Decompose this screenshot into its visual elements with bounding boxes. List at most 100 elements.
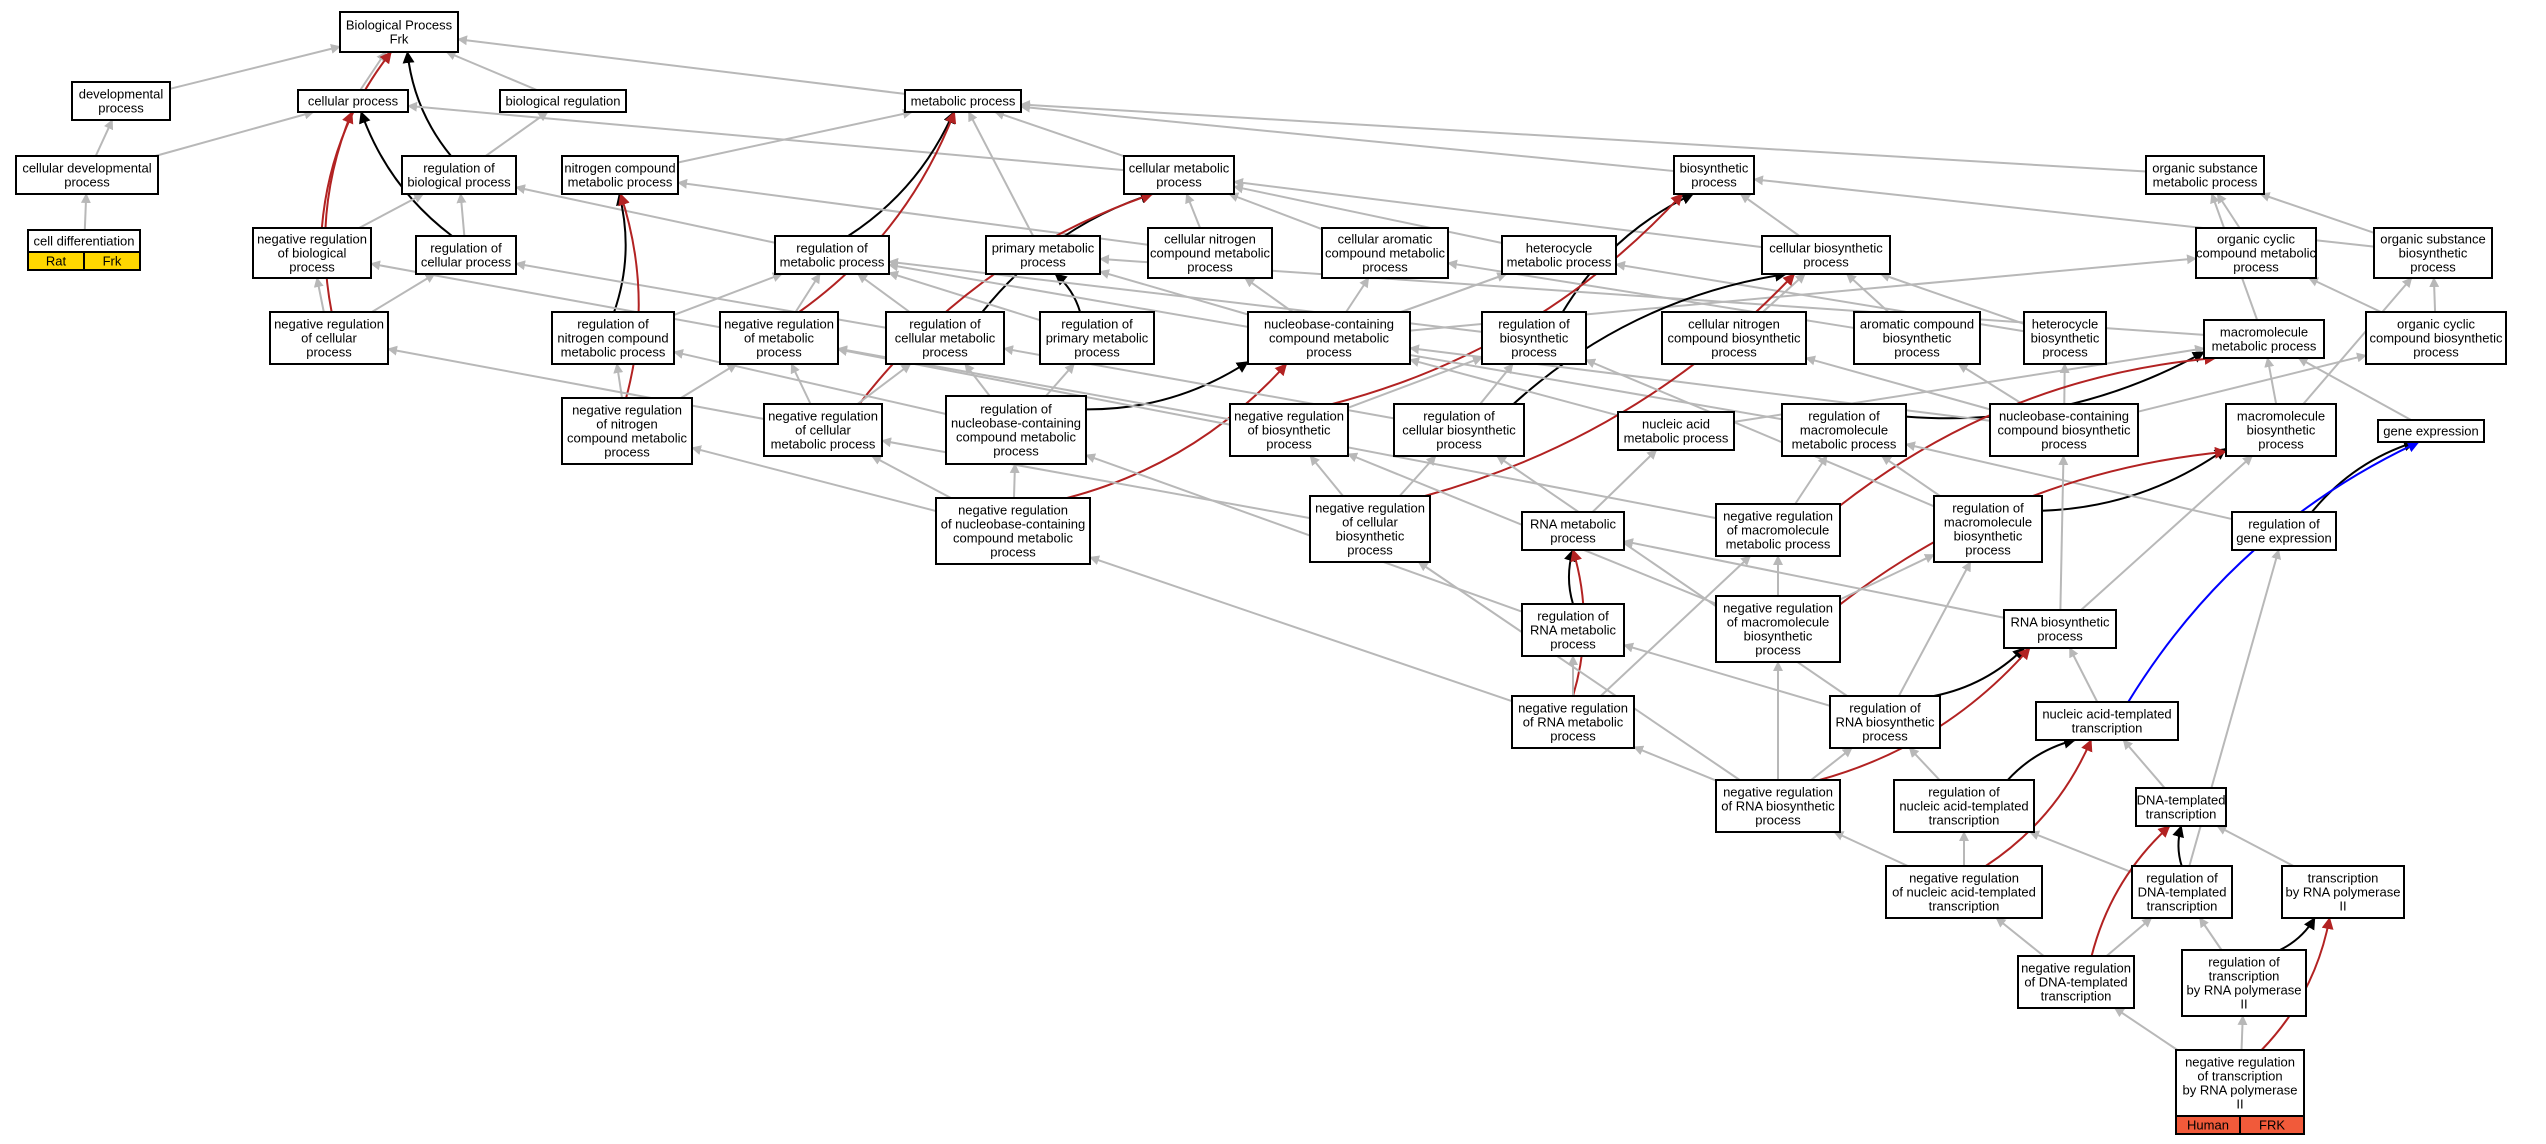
- node-label-line: negative regulation: [1723, 785, 1833, 800]
- node-label-line: gene expression: [2236, 531, 2331, 546]
- node-label-line: negative regulation: [1315, 501, 1425, 516]
- node-label-line: process: [98, 101, 144, 116]
- node-box: [1761, 235, 1891, 275]
- go-term-rmbp[interactable]: regulation ofmacromoleculebiosyntheticpr…: [1933, 495, 2043, 563]
- node-label-line: regulation of: [2208, 955, 2280, 970]
- edge-nrmmp-to-rmmp: [1794, 455, 1828, 505]
- node-label-line: biological process: [407, 175, 511, 190]
- edge-nbcmp-to-hmp: [1400, 272, 1508, 313]
- go-term-ge[interactable]: gene expression: [2377, 419, 2485, 443]
- node-box: [2231, 511, 2337, 551]
- edge-nrtrp2-to-nrdtt: [2113, 1007, 2178, 1051]
- edge-rcp-to-regbp: [456, 193, 467, 237]
- edge-biosyn-to-metp: [1020, 102, 1675, 173]
- node-label-line: of nucleic acid-templated: [1892, 885, 2036, 900]
- node-box: [2373, 227, 2493, 279]
- source-badge-label: Rat: [46, 254, 67, 269]
- edge-nrtrp2-to-rtrp2: [2237, 1015, 2248, 1051]
- node-label-line: cellular metabolic: [895, 331, 996, 346]
- node-label-line: by RNA polymerase: [2286, 885, 2401, 900]
- edge-nrcp-to-cellp: [324, 111, 354, 313]
- node-label-line: transcription: [2308, 871, 2379, 886]
- edge-occbp-to-occmp: [2308, 277, 2382, 313]
- node-label-line: negative regulation: [1234, 409, 1344, 424]
- go-term-cellp[interactable]: cellular process: [297, 89, 409, 113]
- node-box: [774, 235, 890, 275]
- edge-occbp-to-osbp: [2429, 277, 2440, 313]
- go-term-biorg[interactable]: biological regulation: [499, 89, 627, 113]
- edge-nrdtt-to-dtt: [2090, 825, 2171, 957]
- node-label-line: process: [1362, 260, 1408, 275]
- edge-rnat-to-rrnabp: [1908, 747, 1941, 781]
- go-term-metp[interactable]: metabolic process: [904, 89, 1022, 113]
- node-label-line: negative regulation: [768, 409, 878, 424]
- node-label-line: compound biosynthetic: [2370, 331, 2503, 346]
- node-box: [2131, 865, 2233, 919]
- node-label-line: regulation of: [1537, 609, 1609, 624]
- edge-mmp-to-pmp: [1099, 254, 2205, 336]
- edge-rrnabp-to-rnabp: [1933, 647, 2025, 697]
- go-term-rnbcmp[interactable]: regulation ofnucleobase-containingcompou…: [945, 395, 1087, 465]
- node-label-line: negative regulation: [1723, 601, 1833, 616]
